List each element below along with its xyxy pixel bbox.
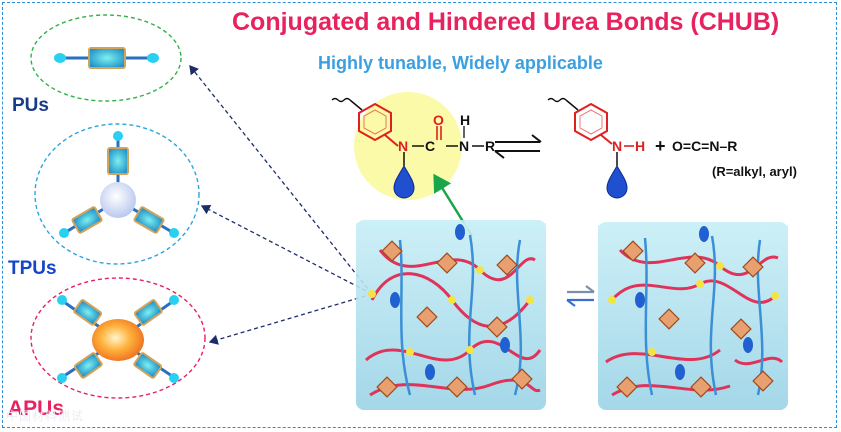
apus-ellipse [31,278,205,398]
gel-network-left [356,220,546,410]
atom-o: O [433,112,444,128]
atom-n2: N [459,138,469,154]
double-harpoon-arrows-icon [495,135,541,158]
atom-h: H [460,112,470,128]
atom-r: R [485,138,495,154]
double-harpoon-arrows-blue-icon [567,286,594,306]
gel-network-right [598,222,788,410]
isocyanate-formula: O=C=N–R [672,138,737,154]
pointer-arrows [190,66,372,342]
atom-amine-h: H [635,138,645,154]
pus-ellipse [31,15,181,101]
label-tpus: TPUs [8,258,57,280]
tpus-ellipse [35,124,199,264]
watermark: 中国材料测试 [6,407,84,424]
label-pus: PUs [12,95,49,117]
atom-n1: N [398,138,408,154]
atom-amine-n: N [612,138,622,154]
plus-sign: + [655,136,666,157]
atom-c: C [425,138,435,154]
r-group-note: (R=alkyl, aryl) [712,164,797,179]
